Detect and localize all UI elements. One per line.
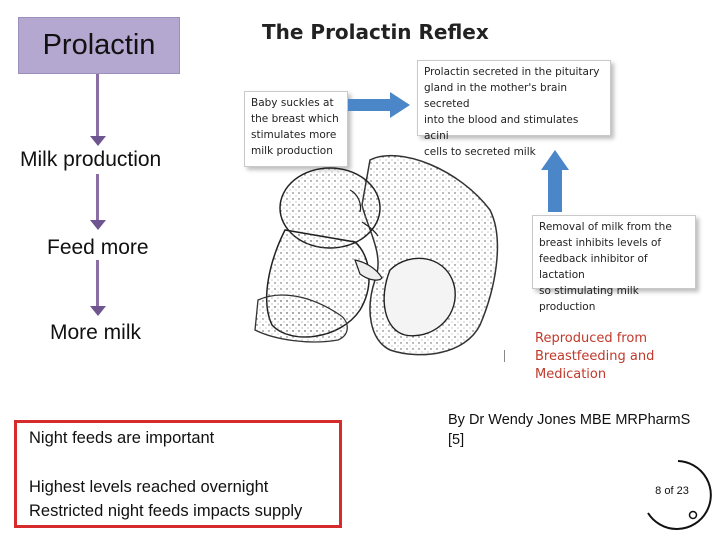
note-restricted-feeds: Restricted night feeds impacts supply <box>29 502 303 520</box>
removal-caption-line: so stimulating milk production <box>539 285 639 313</box>
page-number: 8 of 23 <box>655 485 689 497</box>
flow-step-milk-production: Milk production <box>20 148 162 171</box>
baby-caption: Baby suckles at the breast which stimula… <box>244 91 348 167</box>
author-line: By Dr Wendy Jones MBE MRPharmS <box>448 412 691 428</box>
reproduced-line: Medication <box>535 367 607 382</box>
flow-arrow-1 <box>90 74 106 146</box>
pituitary-caption: Prolactin secreted in the pituitary glan… <box>417 60 611 158</box>
pituitary-caption-line: gland in the mother's brain secreted <box>424 82 568 110</box>
baby-caption-line: milk production <box>251 145 333 157</box>
note-night-feeds: Night feeds are important <box>29 429 215 447</box>
reproduced-credit: Reproduced from Breastfeeding and Medica… <box>535 330 675 384</box>
arrow-up-icon <box>541 150 569 212</box>
separator-line <box>504 350 505 362</box>
pituitary-caption-line: Prolactin secreted in the pituitary <box>424 66 600 78</box>
removal-caption-line: Removal of milk from the <box>539 221 672 233</box>
arrow-right-icon <box>348 92 410 118</box>
flow-arrow-3 <box>90 260 106 316</box>
flow-arrow-2 <box>90 174 106 230</box>
author-reference: [5] <box>448 432 465 448</box>
prolactin-box: Prolactin <box>18 17 180 74</box>
author-credit: By Dr Wendy Jones MBE MRPharmS [5] <box>448 410 716 450</box>
breastfeeding-illustration <box>254 154 499 356</box>
flow-step-feed-more: Feed more <box>47 236 149 259</box>
baby-caption-line: Baby suckles at <box>251 97 334 109</box>
reproduced-line: Breastfeeding and <box>535 349 655 364</box>
pituitary-caption-line: into the blood and stimulates acini <box>424 114 579 142</box>
prolactin-label: Prolactin <box>42 29 156 61</box>
baby-caption-line: stimulates more <box>251 129 337 141</box>
diagram-title: The Prolactin Reflex <box>262 20 489 44</box>
removal-caption-line: breast inhibits levels of <box>539 237 662 249</box>
pituitary-caption-line: cells to secreted milk <box>424 146 536 158</box>
note-highest-levels: Highest levels reached overnight <box>29 478 269 496</box>
page-progress-ring <box>647 460 712 530</box>
notes-box: Night feeds are important Highest levels… <box>14 420 342 528</box>
flow-step-more-milk: More milk <box>50 321 142 344</box>
removal-caption-line: feedback inhibitor of lactation <box>539 253 648 281</box>
reproduced-line: Reproduced from <box>535 331 647 346</box>
removal-caption: Removal of milk from the breast inhibits… <box>532 215 696 313</box>
baby-caption-line: the breast which <box>251 113 339 125</box>
